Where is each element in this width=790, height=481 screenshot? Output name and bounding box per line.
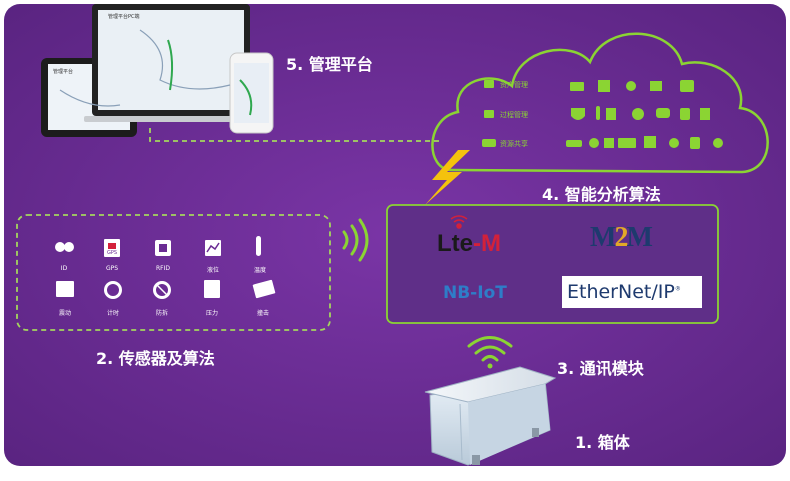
phone-device	[229, 52, 274, 134]
lte-m-logo-suffix: -M	[473, 230, 501, 257]
id-people-icon	[55, 242, 65, 252]
cloud-label-share: 资源共享	[500, 140, 528, 148]
upload-icon	[680, 80, 694, 92]
lightning-icon	[425, 150, 470, 205]
user-icon	[713, 138, 723, 148]
cloud-icon-grid	[482, 80, 723, 149]
list-icon	[606, 108, 616, 120]
sensor-label-gps: GPS	[105, 265, 119, 272]
camera-icon	[589, 138, 599, 148]
impact-icon	[252, 279, 276, 299]
chart-icon	[700, 108, 710, 120]
sensor-label-timer: 计时	[106, 310, 119, 317]
clock-icon	[632, 108, 644, 120]
caption-smart-analysis: 4. 智能分析算法	[542, 185, 661, 204]
people-icon	[656, 108, 670, 118]
ethernet-ip-registered-mark: ®	[674, 285, 681, 293]
caption-management-platform: 5. 管理平台	[286, 55, 373, 74]
share-icon	[482, 139, 496, 147]
battery-icon	[566, 140, 582, 147]
lock-icon	[484, 80, 494, 88]
cubes-icon	[650, 81, 662, 91]
folder-icon	[570, 82, 584, 91]
sensor-label-vibration: 震动	[58, 310, 71, 317]
container-box	[424, 366, 557, 466]
sensor-label-temperature: 温度	[253, 267, 266, 274]
lte-antenna-icon	[450, 215, 468, 229]
sensor-icon-details	[107, 242, 220, 297]
nb-iot-logo: NB-IoT	[443, 283, 507, 303]
sensor-label-level: 液位	[206, 267, 219, 274]
bag-icon	[680, 108, 690, 120]
pin-icon	[626, 81, 636, 91]
gps-icon-text: GPS	[106, 250, 118, 256]
tablet-screen-title: 管理平台	[53, 69, 74, 75]
sensor-panel-border	[16, 214, 331, 331]
lte-m-logo: Lte-M	[437, 230, 501, 258]
sensor-label-impact: 撞击	[256, 310, 269, 317]
caption-comm-module: 3. 通讯模块	[557, 359, 644, 378]
m2m-logo-m2: M	[626, 222, 652, 253]
building-icon	[644, 136, 656, 148]
temperature-icon	[256, 236, 261, 256]
badge-icon	[690, 137, 700, 149]
wifi-signal-horizontal	[342, 218, 369, 262]
grid-icon	[598, 80, 610, 92]
caption-box: 1. 箱体	[575, 433, 630, 452]
eye-icon	[669, 138, 679, 148]
shield-icon	[571, 108, 585, 120]
sensor-label-anti-tamper: 防拆	[155, 310, 168, 317]
pressure-icon	[204, 280, 220, 298]
cloud-label-process: 过程管理	[500, 111, 528, 119]
cloud-label-asset: 资产管理	[500, 81, 528, 89]
caption-sensors: 2. 传感器及算法	[96, 349, 215, 368]
laptop-screen-title: 管理平台PC端	[108, 14, 140, 20]
truck-icon	[618, 138, 636, 148]
ethernet-ip-logo: EtherNet/IP®	[567, 281, 681, 303]
thermometer-icon	[596, 106, 600, 120]
card-icon	[604, 138, 614, 148]
ethernet-ip-logo-text: EtherNet/IP	[567, 281, 675, 303]
sensor-label-pressure: 压力	[205, 310, 218, 317]
m2m-logo: M2M	[590, 222, 653, 254]
wifi-signal-vertical	[467, 336, 513, 369]
cloud-shape	[431, 32, 769, 174]
id-people-icon-2	[64, 242, 74, 252]
vibration-icon	[56, 281, 74, 297]
m2m-logo-m1: M	[590, 222, 616, 253]
screen-map-detail	[59, 29, 253, 116]
platform-cloud-dashed-link	[149, 128, 440, 142]
ethernet-logo-bg	[562, 276, 702, 308]
process-icon	[484, 110, 494, 118]
m2m-logo-2: 2	[614, 222, 628, 253]
sensor-label-rfid: RFID	[155, 265, 170, 272]
sensor-label-id: ID	[60, 265, 68, 272]
lte-m-logo-main: Lte	[437, 230, 473, 257]
